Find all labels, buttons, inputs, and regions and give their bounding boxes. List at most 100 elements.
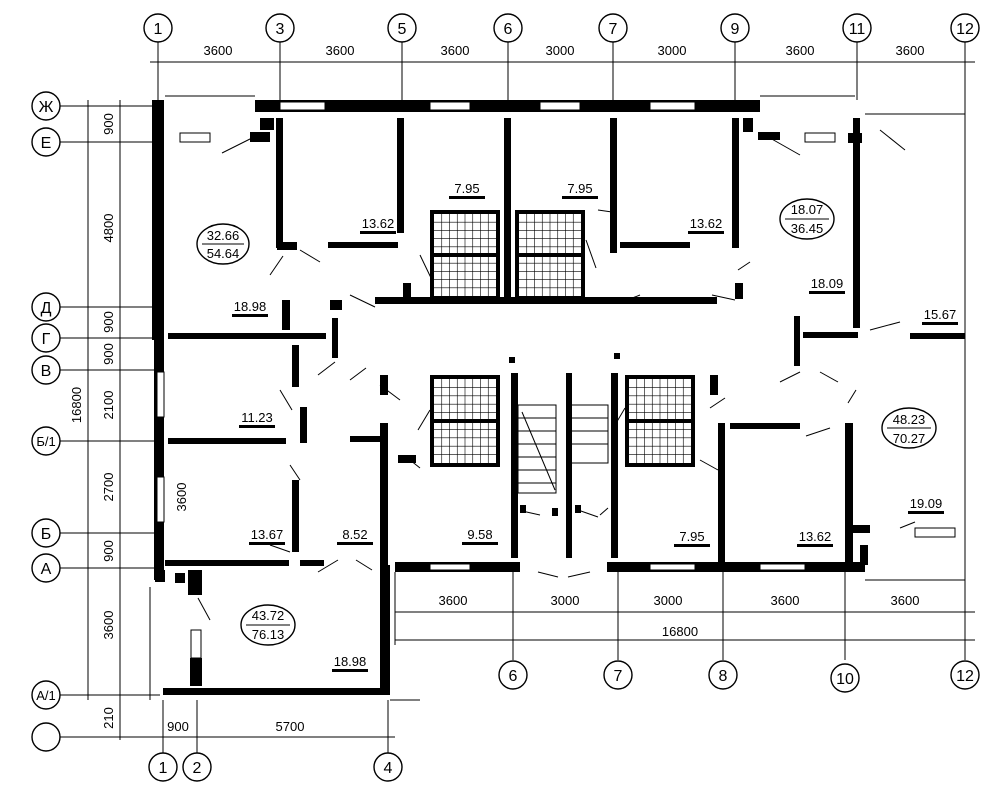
left-dim-5: 2100 [101,391,116,420]
axis-left-zh: Ж [39,99,54,116]
left-dim-1: 900 [101,113,116,135]
area-underline [249,542,285,545]
bottom-dim-5: 3600 [891,593,920,608]
top-dim-1: 3600 [204,43,233,58]
area-underline [239,425,275,428]
room-area: 11.23 [241,410,273,425]
axis-bottom-10: 10 [836,671,854,688]
elevator-grid [519,214,581,296]
axis-bottom-12: 12 [956,668,974,685]
left-dim-9: 210 [101,707,116,729]
room-area: 7.95 [454,181,479,196]
apartment-label: 48.23 70.27 [881,407,937,449]
bottom-dim-4: 3600 [771,593,800,608]
axis-left-b: Б [41,526,52,543]
room-area: 9.58 [467,527,492,542]
area-underline [337,542,373,545]
room-area: 13.62 [690,216,723,231]
apartment-area-living: 43.72 [252,608,285,623]
axis-left-a: А [41,561,52,578]
axis-bottom-2: 2 [193,760,202,777]
area-underline [922,322,958,325]
room-area: 7.95 [567,181,592,196]
axis-left-v: В [41,363,52,380]
apartment-area-living: 32.66 [207,228,240,243]
apartment-area-living: 18.07 [791,202,824,217]
bottom-dim-total: 16800 [662,624,698,639]
axis-top-7: 7 [609,21,618,38]
left-dim-8: 3600 [101,611,116,640]
axis-bottom-4: 4 [384,760,393,777]
left-dim-6: 2700 [101,473,116,502]
axis-left-g: Г [42,331,51,348]
apartment-area-total: 70.27 [893,431,926,446]
bottom-dimension-chain: 3600 3000 3000 3600 3600 16800 6 7 8 10 … [394,572,980,693]
area-underline [809,291,845,294]
room-area: 15.67 [924,307,957,322]
elevator-grid [434,379,496,463]
axis-left-b1: Б/1 [36,434,55,449]
left-axis-markers: Ж Е Д Г В Б/1 Б А А/1 [31,91,160,752]
axis-left-e: Е [41,135,52,152]
bottom-dim-1: 3600 [439,593,468,608]
left-dim-2: 4800 [101,214,116,243]
area-underline [332,669,368,672]
top-dim-6: 3600 [786,43,815,58]
left-dim-3: 900 [101,311,116,333]
top-dimension-chain: 3600 3600 3600 3000 3000 3600 3600 [150,42,975,120]
bottom-left-dim-1: 900 [167,719,189,734]
walls [149,95,966,701]
bottom-left-dimension-chain: 900 5700 1 2 4 [148,700,403,782]
axis-left-a1: А/1 [36,688,56,703]
top-dim-2: 3600 [326,43,355,58]
area-underline [908,511,944,514]
area-underline [562,196,598,199]
apartment-label: 32.66 54.64 [196,223,250,265]
axis-top-5: 5 [398,21,407,38]
top-dim-7: 3600 [896,43,925,58]
room-area: 13.62 [799,529,832,544]
room-area: 13.62 [362,216,395,231]
axis-top-3: 3 [276,21,285,38]
bottom-left-dim-2: 5700 [276,719,305,734]
axis-bottom-1: 1 [159,760,168,777]
top-dim-3: 3600 [441,43,470,58]
room-area: 13.67 [251,527,284,542]
door-swings [197,129,916,621]
apartment-area-total: 54.64 [207,246,240,261]
top-axis-markers: 1 3 5 6 7 9 11 12 [143,13,980,43]
axis-bottom-6: 6 [509,668,518,685]
elevator-grid [629,379,691,463]
inner-left-dim: 3600 [174,483,189,512]
axis-bottom-7: 7 [614,668,623,685]
staircase [517,404,609,516]
axis-top-6: 6 [504,21,513,38]
apartment-area-total: 76.13 [252,627,285,642]
area-underline [449,196,485,199]
left-dim-7: 900 [101,540,116,562]
axis-top-9: 9 [731,21,740,38]
apartment-label: 43.72 76.13 [240,604,296,646]
axis-top-1: 1 [154,21,163,38]
axis-top-11: 11 [849,21,866,38]
area-underline [462,542,498,545]
elevator-grid [434,214,496,296]
left-dim-4: 900 [101,343,116,365]
room-areas: 13.62 7.95 7.95 13.62 18.98 18.09 15.67 … [232,181,958,672]
apartment-area-total: 36.45 [791,221,824,236]
top-dim-5: 3000 [658,43,687,58]
bottom-dim-2: 3000 [551,593,580,608]
left-dim-total: 16800 [69,387,84,423]
area-underline [674,544,710,547]
bottom-dim-3: 3000 [654,593,683,608]
axis-left-d: Д [41,300,52,317]
room-area: 18.09 [811,276,844,291]
area-underline [360,231,396,234]
room-area: 19.09 [910,496,943,511]
room-area: 18.98 [334,654,367,669]
room-area: 8.52 [342,527,367,542]
area-underline [688,231,724,234]
room-area: 18.98 [234,299,267,314]
top-dim-4: 3000 [546,43,575,58]
